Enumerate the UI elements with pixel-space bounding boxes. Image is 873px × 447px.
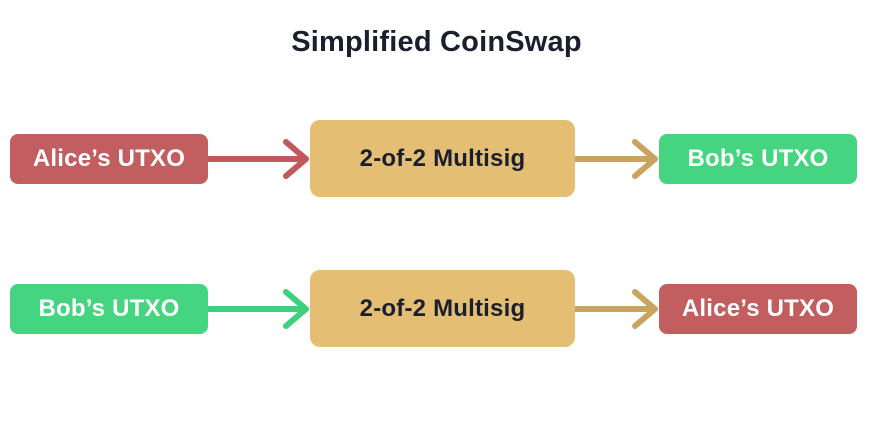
right-arrow-icon xyxy=(208,138,309,179)
multisig-label: 2-of-2 Multisig xyxy=(359,144,526,172)
swap-row-bob-to-alice: Bob’s UTXO 2-of-2 Multisig Alice’s UTXO xyxy=(10,270,863,347)
multisig-box: 2-of-2 Multisig xyxy=(310,120,575,197)
multisig-label: 2-of-2 Multisig xyxy=(359,294,526,322)
right-arrow-icon xyxy=(575,138,658,179)
multisig-box: 2-of-2 Multisig xyxy=(310,270,575,347)
source-utxo-box: Alice’s UTXO xyxy=(10,133,208,184)
target-utxo-label: Alice’s UTXO xyxy=(681,294,835,322)
diagram-title: Simplified CoinSwap xyxy=(291,26,582,58)
right-arrow-icon xyxy=(575,288,658,329)
target-utxo-box: Alice’s UTXO xyxy=(659,283,857,334)
source-utxo-box: Bob’s UTXO xyxy=(10,283,208,334)
source-utxo-label: Bob’s UTXO xyxy=(38,294,180,322)
right-arrow-icon xyxy=(208,288,309,329)
target-utxo-box: Bob’s UTXO xyxy=(659,133,857,184)
target-utxo-label: Bob’s UTXO xyxy=(687,144,829,172)
swap-row-alice-to-bob: Alice’s UTXO 2-of-2 Multisig Bob’s UTXO xyxy=(10,120,863,197)
source-utxo-label: Alice’s UTXO xyxy=(32,144,186,172)
